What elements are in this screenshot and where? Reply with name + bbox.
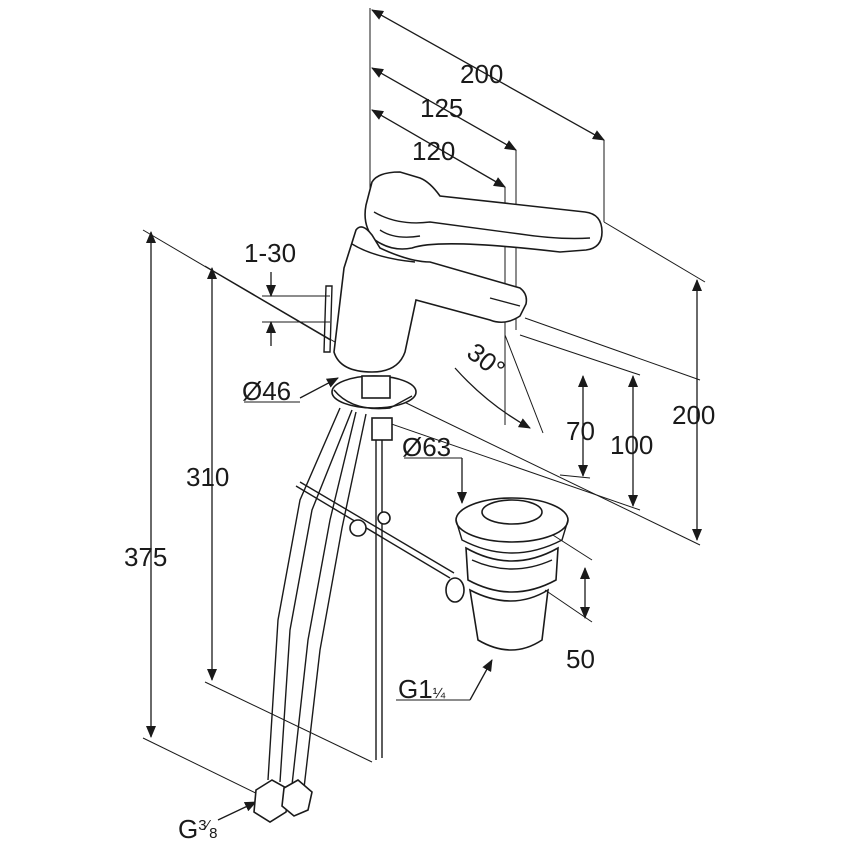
dim-angle: 30°: [461, 337, 510, 385]
dim-width-200: 200: [460, 59, 503, 89]
basin-mixer-tap: [323, 171, 603, 441]
dim-height-70: 70: [566, 416, 595, 446]
dim-width-120: 120: [412, 136, 455, 166]
dim-waste-diameter: Ø63: [402, 432, 451, 462]
dim-lever-range: 1-30: [244, 238, 296, 268]
dimension-lines: [142, 8, 706, 821]
supply-hoses: [253, 407, 455, 823]
dim-hose-thread: G3⁄8: [178, 814, 217, 844]
dim-waste-thread: G1¼: [398, 674, 446, 704]
dim-width-125: 125: [420, 93, 463, 123]
dim-height-310: 310: [186, 462, 229, 492]
dim-height-375: 375: [124, 542, 167, 572]
dim-height-200: 200: [672, 400, 715, 430]
dim-height-100: 100: [610, 430, 653, 460]
dim-waste-height: 50: [566, 644, 595, 674]
dim-base-diameter: Ø46: [242, 376, 291, 406]
pop-up-waste: [445, 497, 569, 651]
